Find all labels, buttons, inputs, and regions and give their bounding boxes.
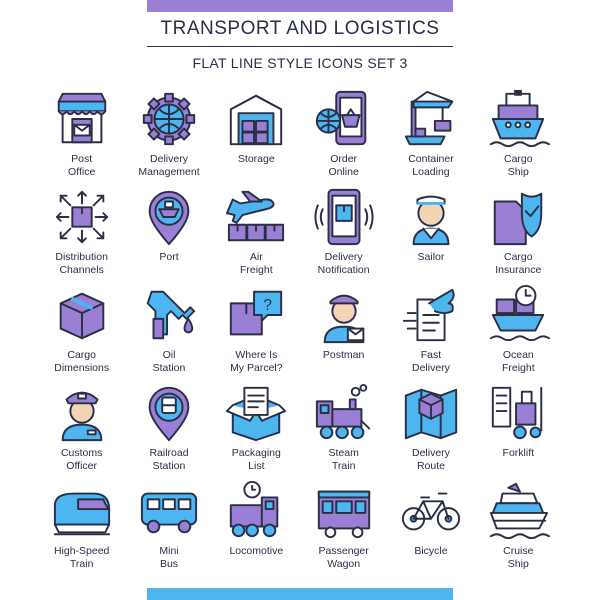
icon-cell: Cruise Ship (475, 480, 562, 578)
delivery-route-icon (404, 388, 458, 440)
icon-label: Order Online (328, 153, 359, 178)
cargo-ship-icon (490, 89, 551, 148)
icon-label: Container Loading (408, 153, 454, 178)
cargo-insurance-icon (494, 192, 543, 246)
icon-cell: Order Online (300, 88, 387, 186)
icon-cell: Delivery Notification (300, 186, 387, 284)
icon-label: Passenger Wagon (318, 545, 369, 570)
icon-label: Bicycle (414, 545, 448, 557)
icon-cell: Passenger Wagon (300, 480, 387, 578)
icon-cell: Delivery Management (125, 88, 212, 186)
icon-cell: ? Where Is My Parcel? (213, 284, 300, 382)
icon-label: Cargo Insurance (495, 251, 542, 276)
icon-label: Port (159, 251, 179, 263)
high-speed-train-icon (53, 492, 110, 536)
icon-label: Sailor (417, 251, 445, 263)
port-icon (148, 190, 190, 246)
icon-label: Postman (322, 349, 365, 361)
icon-cell: High-Speed Train (38, 480, 125, 578)
icon-cell: Distribution Channels (38, 186, 125, 284)
icon-label: Packaging List (231, 447, 281, 472)
delivery-notification-icon (314, 188, 374, 246)
icon-cell: Cargo Dimensions (38, 284, 125, 382)
locomotive-icon (230, 480, 279, 538)
icon-cell: Delivery Route (387, 382, 474, 480)
postman-icon (323, 294, 364, 344)
icon-label: Cruise Ship (503, 545, 534, 570)
icon-label: Storage (237, 153, 275, 165)
icon-cell: Container Loading (387, 88, 474, 186)
icon-label: High-Speed Train (53, 545, 110, 570)
page-subtitle: FLAT LINE STYLE ICONS SET 3 (192, 55, 408, 71)
bottom-accent-bar (147, 588, 453, 600)
icon-label: Delivery Notification (317, 251, 370, 276)
icon-label: Railroad Station (149, 447, 189, 472)
railroad-station-icon (148, 386, 190, 442)
icon-label: Air Freight (239, 251, 273, 276)
icon-cell: Mini Bus (125, 480, 212, 578)
air-freight-icon (226, 190, 285, 242)
fast-delivery-icon (402, 288, 455, 342)
icon-label: Post Office (68, 153, 96, 178)
distribution-channels-icon (55, 190, 108, 244)
icon-cell: Fast Delivery (387, 284, 474, 382)
container-loading-icon (404, 90, 454, 146)
sailor-icon (412, 195, 450, 246)
order-online-icon (315, 90, 366, 146)
packaging-list-icon (226, 386, 287, 442)
page-title: TRANSPORT AND LOGISTICS (160, 18, 440, 39)
icon-cell: Sailor (387, 186, 474, 284)
icon-grid: Post Office Delivery Management Storage … (38, 88, 562, 578)
cargo-dimensions-icon (59, 292, 104, 340)
icon-cell: Steam Train (300, 382, 387, 480)
storage-icon (230, 94, 283, 146)
icon-cell: Port (125, 186, 212, 284)
forklift-icon (492, 386, 543, 440)
passenger-wagon-icon (317, 490, 370, 539)
icon-label: Delivery Management (138, 153, 200, 178)
delivery-management-icon (142, 92, 196, 146)
icon-cell: Postman (300, 284, 387, 382)
icon-label: Where Is My Parcel? (230, 349, 283, 374)
steam-train-icon (315, 383, 370, 440)
icon-cell: Locomotive (213, 480, 300, 578)
icon-label: Fast Delivery (412, 349, 450, 374)
icon-cell: Cargo Insurance (475, 186, 562, 284)
where-is-my-parcel-icon: ? (230, 290, 283, 336)
icon-label: Customs Officer (60, 447, 103, 472)
icon-cell: Air Freight (213, 186, 300, 284)
icon-label: Cargo Dimensions (54, 349, 110, 374)
post-office-icon (57, 92, 106, 144)
icon-cell: Railroad Station (125, 382, 212, 480)
icon-label: Steam Train (328, 447, 359, 472)
icon-cell: Cargo Ship (475, 88, 562, 186)
icon-cell: Oil Station (125, 284, 212, 382)
icon-label: Locomotive (229, 545, 284, 557)
icon-label: Ocean Freight (501, 349, 535, 374)
icon-cell: Ocean Freight (475, 284, 562, 382)
icon-label: Delivery Route (412, 447, 450, 472)
title-divider (147, 46, 453, 47)
oil-station-icon (146, 290, 196, 340)
icon-cell: Customs Officer (38, 382, 125, 480)
icon-label: Forklift (502, 447, 535, 459)
mini-bus-icon (140, 492, 198, 534)
icon-label: Distribution Channels (55, 251, 108, 276)
bicycle-icon (401, 492, 461, 531)
top-accent-bar (147, 0, 453, 12)
svg-text:?: ? (264, 297, 273, 314)
customs-officer-icon (61, 391, 102, 442)
ocean-freight-icon (490, 284, 551, 342)
icon-label: Oil Station (152, 349, 186, 374)
icon-label: Cargo Ship (504, 153, 533, 178)
icon-cell: Storage (213, 88, 300, 186)
cruise-ship-icon (490, 482, 551, 540)
icon-cell: Packaging List (213, 382, 300, 480)
icon-cell: Bicycle (387, 480, 474, 578)
icon-label: Mini Bus (159, 545, 179, 570)
icon-cell: Forklift (475, 382, 562, 480)
icon-cell: Post Office (38, 88, 125, 186)
